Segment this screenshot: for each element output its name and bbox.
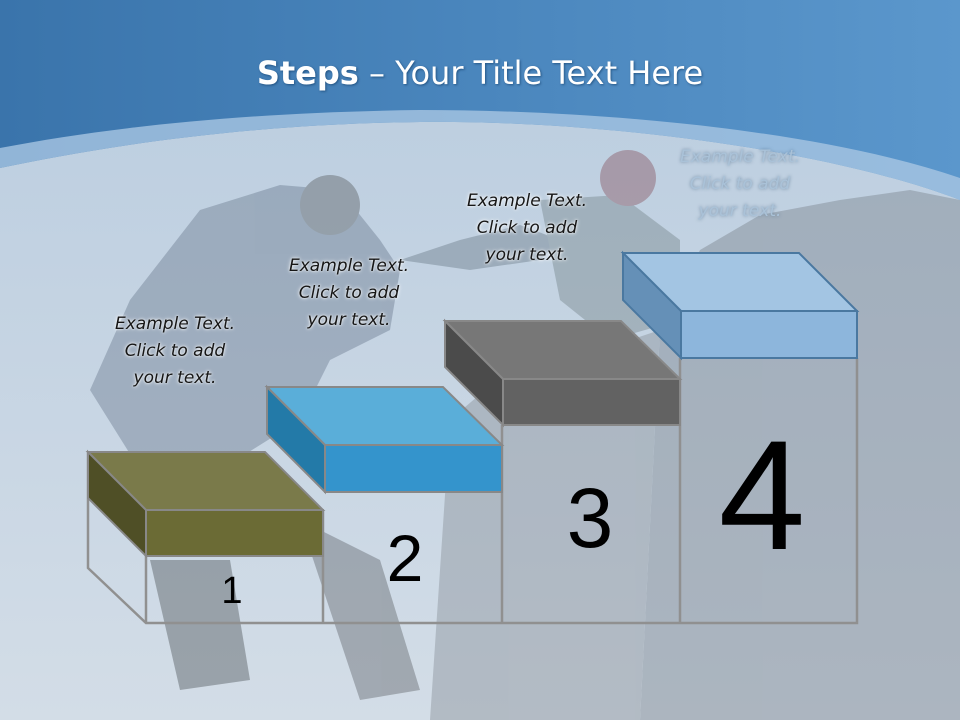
- header-band: [0, 0, 960, 200]
- step-3-caption[interactable]: Example Text. Click to add your text.: [442, 188, 612, 269]
- caption-line: your text.: [698, 201, 782, 221]
- caption-line: Example Text.: [114, 314, 236, 334]
- title-bold: Steps: [256, 54, 359, 92]
- caption-line: Click to add: [476, 218, 578, 238]
- step-1-caption[interactable]: Example Text. Click to add your text.: [90, 311, 260, 392]
- step-3-number: 3: [566, 471, 614, 565]
- caption-line: Example Text.: [466, 191, 588, 211]
- step-4-block[interactable]: [620, 250, 860, 361]
- step-1-block[interactable]: [85, 449, 326, 559]
- step-1-number: 1: [221, 570, 243, 612]
- caption-line: your text.: [485, 245, 569, 265]
- step-2-block[interactable]: [264, 384, 505, 495]
- step-2-caption[interactable]: Example Text. Click to add your text.: [264, 253, 434, 334]
- slide-title[interactable]: Steps – Your Title Text Here: [0, 54, 960, 92]
- caption-line: Click to add: [689, 174, 791, 194]
- caption-line: Click to add: [298, 283, 400, 303]
- caption-line: your text.: [133, 368, 217, 388]
- caption-line: Example Text.: [288, 256, 410, 276]
- step-2-number: 2: [386, 521, 424, 595]
- caption-line: your text.: [307, 310, 391, 330]
- title-rest: – Your Title Text Here: [358, 54, 704, 92]
- step-4-number: 4: [718, 409, 806, 583]
- caption-line: Click to add: [124, 341, 226, 361]
- header-accent-stripe: [0, 110, 960, 200]
- step-4-caption[interactable]: Example Text. Click to add your text.: [655, 144, 825, 225]
- step-3-block[interactable]: [442, 318, 683, 428]
- caption-line: Example Text.: [679, 147, 801, 167]
